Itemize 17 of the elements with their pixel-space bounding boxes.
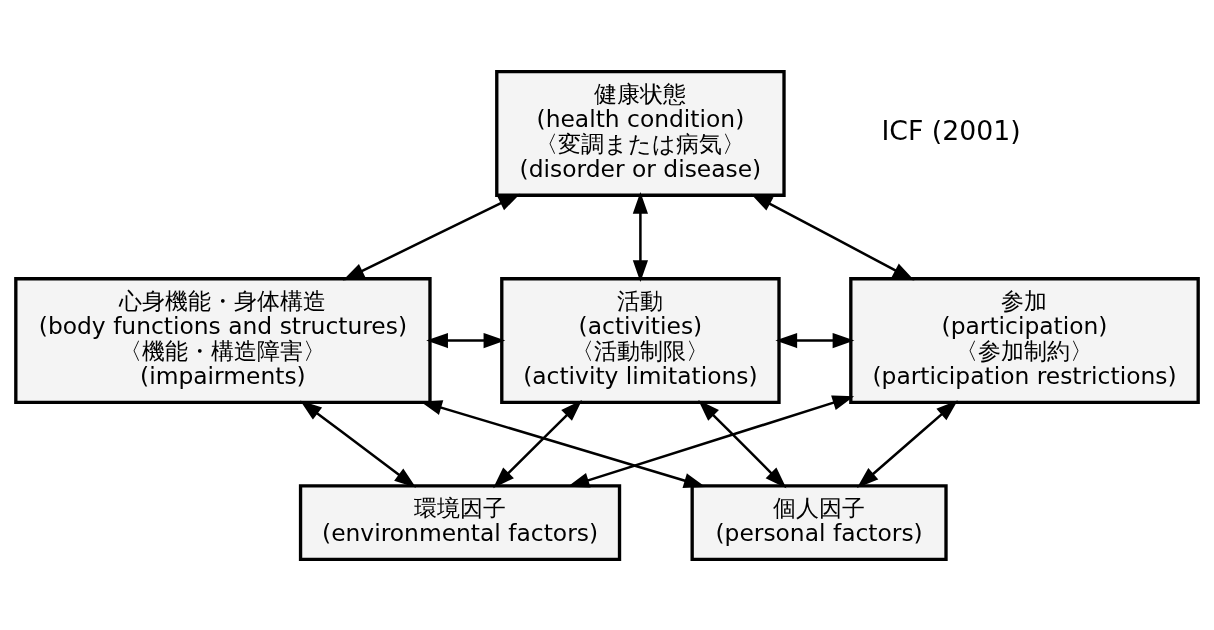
label: ICF (2001)	[881, 114, 1021, 146]
node-box: 心身機能・身体構造 (body functions and structures) 〈機能・構造障害〉 (impairments)	[14, 276, 432, 404]
node-box: 環境因子 (environmental factors)	[298, 483, 622, 561]
arrow	[698, 399, 787, 488]
arrow	[300, 399, 417, 488]
arrow	[775, 332, 855, 348]
arrow	[493, 399, 583, 488]
arrow	[750, 193, 915, 280]
arrow	[856, 399, 958, 488]
node-box: 活動 (activities) 〈活動制限〉 (activity limitations)	[500, 276, 781, 404]
node-box: 個人因子 (personal factors)	[690, 483, 948, 561]
arrow	[567, 394, 855, 488]
arrow	[342, 193, 521, 280]
arrow	[632, 191, 648, 282]
node-box: 健康状態 (health condition) 〈変調または病気〉 (disorder or disease)	[495, 69, 786, 197]
node-box: 参加 (participation) 〈参加制約〉 (participation restrictions)	[849, 276, 1200, 404]
arrow	[426, 332, 506, 348]
